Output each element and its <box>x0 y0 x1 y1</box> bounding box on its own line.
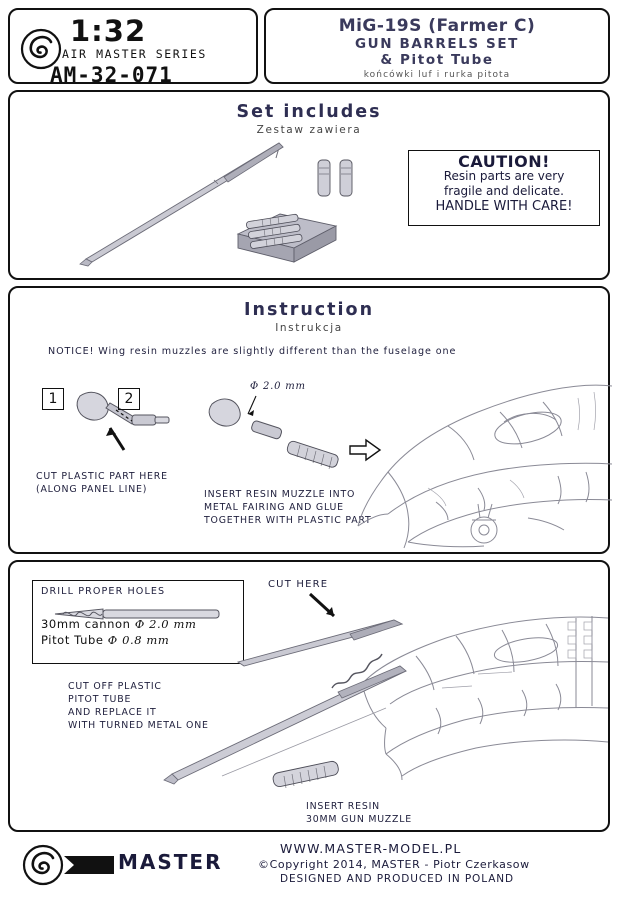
drill-row-0: 30mm cannon Φ 2.0 mm <box>33 617 243 631</box>
set-includes-panel: Set includes Zestaw zawiera <box>8 90 610 280</box>
footer-website: WWW.MASTER-MODEL.PL <box>280 841 462 856</box>
set-includes-heading: Set includes <box>236 102 382 122</box>
product-title-line1: MiG-19S (Farmer C) <box>338 16 536 36</box>
muzzle-caption-line1: INSERT RESIN <box>306 801 380 812</box>
drill-heading: DRILL PROPER HOLES <box>41 586 166 597</box>
step-2-caption-line2: METAL FAIRING AND GLUE <box>204 502 344 513</box>
pitot-caption-line1: CUT OFF PLASTIC <box>68 681 162 692</box>
drill-holes-box: DRILL PROPER HOLES 30mm cannon Φ 2.0 mm … <box>32 580 244 664</box>
series-label: AIR MASTER SERIES <box>62 47 207 61</box>
product-code: AM-32-071 <box>50 63 173 87</box>
turned-metal-pitot-icon <box>163 665 407 785</box>
footer-brand: MASTER <box>118 850 223 874</box>
caution-line3: HANDLE WITH CARE! <box>435 199 573 214</box>
drill-row-1-label: Pitot Tube <box>41 633 104 647</box>
pitot-caption: CUT OFF PLASTIC PITOT TUBE AND REPLACE I… <box>68 680 209 732</box>
scale-label: 1:32 <box>70 14 147 48</box>
drill-row-1: Pitot Tube Φ 0.8 mm <box>33 633 243 647</box>
pitot-caption-line3: AND REPLACE IT <box>68 707 157 718</box>
set-includes-subheading: Zestaw zawiera <box>256 124 362 136</box>
header-left-panel: 1:32 AIR MASTER SERIES AM-32-071 <box>8 8 258 87</box>
pitot-tube-part-icon <box>79 142 284 267</box>
caution-line2: fragile and delicate. <box>444 184 564 198</box>
master-spiral-logo-icon <box>22 844 64 886</box>
product-title-line4-polish: końcówki luf i rurka pitota <box>363 70 511 80</box>
step-1-caption-line1: CUT PLASTIC PART HERE <box>36 471 168 482</box>
step-2-caption: INSERT RESIN MUZZLE INTO METAL FAIRING A… <box>204 488 372 527</box>
caution-title: CAUTION! <box>458 152 550 171</box>
mig19-nose-drawing-icon <box>357 384 612 549</box>
drill-bit-icon <box>54 608 220 620</box>
pitot-caption-line2: PITOT TUBE <box>68 694 132 705</box>
instruction-subheading: Instrukcja <box>275 322 343 334</box>
cut-here-label: CUT HERE <box>268 579 329 590</box>
master-spiral-logo-icon <box>20 28 62 70</box>
muzzle-caption: INSERT RESIN 30MM GUN MUZZLE <box>306 800 412 826</box>
resin-muzzle-pair-icon <box>317 159 353 197</box>
step-1-number: 1 <box>42 388 64 410</box>
caution-line1: Resin parts are very <box>443 169 565 183</box>
master-logo-flag-icon <box>64 856 114 874</box>
cut-mark-wave-icon <box>331 653 383 689</box>
step-2-assembly-drawing-icon <box>208 395 382 470</box>
step-1-part-drawing-icon <box>76 391 170 451</box>
cut-here-arrow-icon <box>308 592 336 618</box>
footer-copyright: ©Copyright 2014, MASTER - Piotr Czerkaso… <box>258 858 530 871</box>
resin-muzzle-block-icon <box>236 213 338 263</box>
instruction-heading: Instruction <box>243 300 375 320</box>
drill-row-0-dia: Φ 2.0 mm <box>134 617 197 631</box>
resin-gun-muzzle-icon <box>272 760 339 789</box>
caution-box: CAUTION! Resin parts are very fragile an… <box>408 150 600 226</box>
instruction-notice: NOTICE! Wing resin muzzles are slightly … <box>48 346 457 357</box>
header-title-panel: MiG-19S (Farmer C) GUN BARRELS SET & Pit… <box>264 8 610 84</box>
step-2-dimension: Φ 2.0 mm <box>250 381 306 392</box>
step-2-caption-line3: TOGETHER WITH PLASTIC PART <box>204 515 372 526</box>
step-1-caption: CUT PLASTIC PART HERE (ALONG PANEL LINE) <box>36 470 168 496</box>
plastic-pitot-tube-icon <box>236 619 404 667</box>
pitot-caption-line4: WITH TURNED METAL ONE <box>68 720 209 731</box>
product-title-line3: & Pitot Tube <box>380 52 494 68</box>
bottom-panel: DRILL PROPER HOLES 30mm cannon Φ 2.0 mm … <box>8 560 610 832</box>
step-2-caption-line1: INSERT RESIN MUZZLE INTO <box>204 489 356 500</box>
step-2-number: 2 <box>118 388 140 410</box>
step-1-caption-line2: (ALONG PANEL LINE) <box>36 484 148 495</box>
footer: MASTER WWW.MASTER-MODEL.PL ©Copyright 20… <box>8 838 610 892</box>
drill-row-0-label: 30mm cannon <box>41 617 131 631</box>
drill-row-1-dia: Φ 0.8 mm <box>107 633 170 647</box>
footer-designed: DESIGNED AND PRODUCED IN POLAND <box>280 873 515 885</box>
instruction-panel: Instruction Instrukcja NOTICE! Wing resi… <box>8 286 612 554</box>
muzzle-caption-line2: 30MM GUN MUZZLE <box>306 814 412 825</box>
product-title-line2: GUN BARRELS SET <box>355 36 519 52</box>
